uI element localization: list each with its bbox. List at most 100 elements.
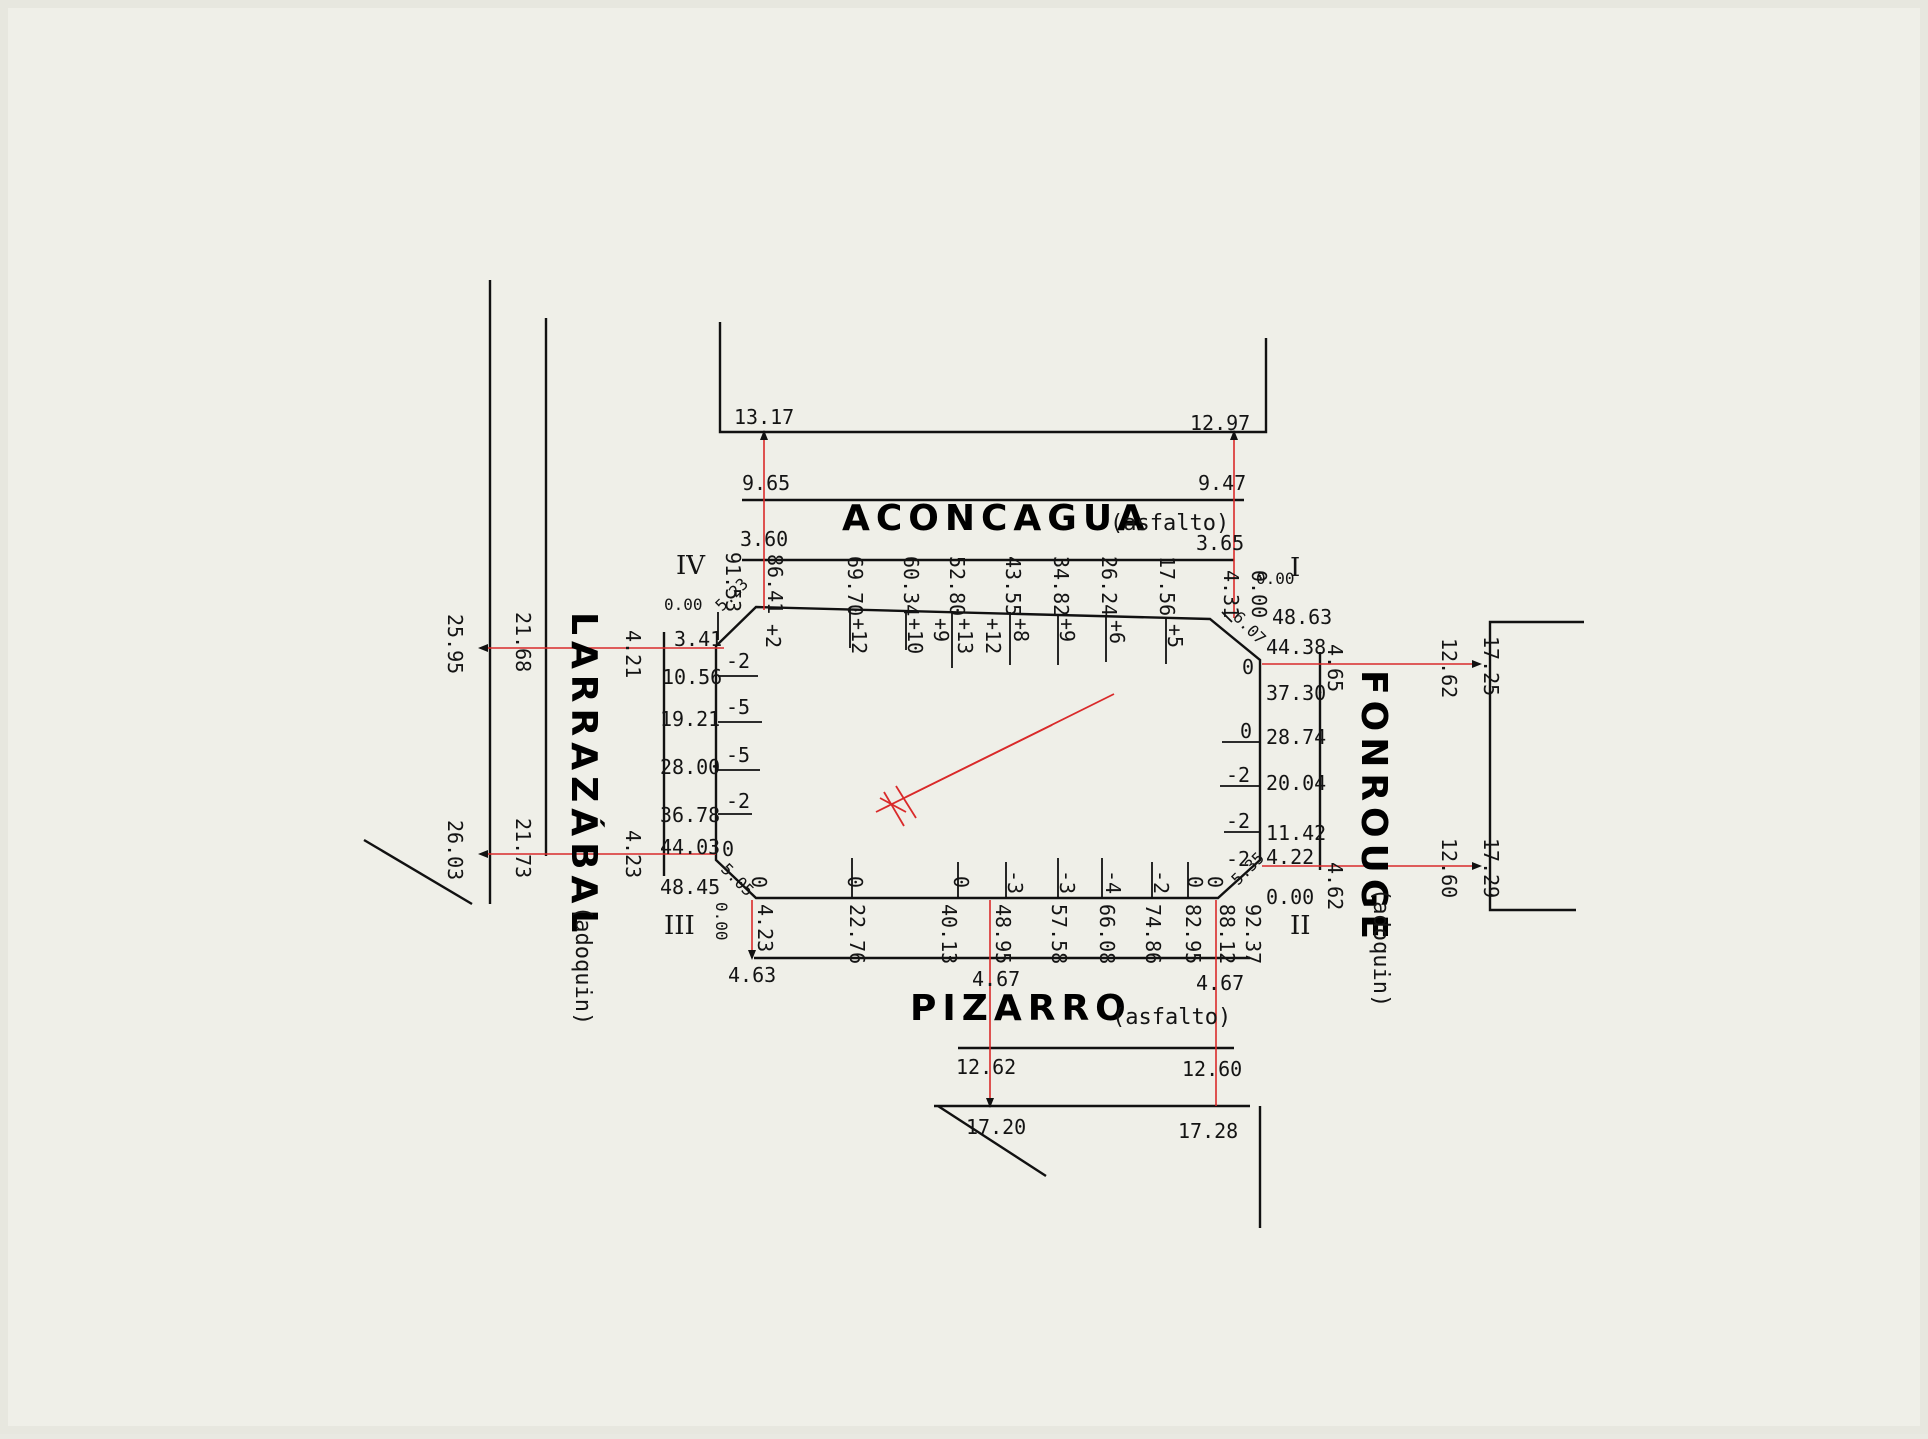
bottom-frontage-ticks	[851, 858, 1189, 898]
bottom-outer-left: 17.20	[966, 1115, 1026, 1139]
bottom-street-surface: (asfalto)	[1112, 1005, 1231, 1030]
bottom-level-labels: 0 0 0 -3 -3 -4 -2 0 0	[747, 870, 1227, 894]
left-mid-bottom: 21.73	[511, 818, 535, 878]
right-outer-top: 17.25	[1479, 636, 1503, 696]
top-level: +10	[903, 618, 927, 654]
block-outline	[714, 605, 1262, 900]
top-inner-left: 3.60	[740, 527, 788, 551]
right-street-lines	[1262, 620, 1584, 912]
corner-label-i: I	[1290, 553, 1300, 583]
left-level: -5	[726, 695, 750, 719]
bottom-level: -4	[1101, 870, 1125, 894]
top-level-labels: +2 +12 +10 +9 +13 +12 +8 +9 +6 +5	[761, 618, 1187, 654]
left-outer-bottom: 26.03	[443, 820, 467, 880]
top-chainage: 4.31	[1219, 570, 1243, 618]
bottom-level: 0	[949, 876, 973, 888]
right-street-surface: (adoquin)	[1368, 888, 1393, 1007]
top-inner-right: 3.65	[1196, 531, 1244, 555]
right-chainage: 28.74	[1266, 725, 1326, 749]
bottom-level: 0	[747, 876, 771, 888]
bottom-inner-right: 4.67	[1196, 971, 1244, 995]
left-street-surface: (adoquin)	[570, 906, 595, 1025]
top-mid-right: 9.47	[1198, 471, 1246, 495]
bottom-chainage: 92.37	[1241, 904, 1265, 964]
top-level: +5	[1163, 624, 1187, 648]
top-level: +12	[981, 618, 1005, 654]
bottom-chainage: 22.76	[845, 904, 869, 964]
right-chainage: 0.00	[1256, 569, 1295, 588]
top-chainage: 52.80	[945, 556, 969, 616]
right-mid-top: 12.62	[1437, 638, 1461, 698]
top-chainage: 60.34	[899, 556, 923, 616]
bottom-inner-center: 4.67	[972, 967, 1020, 991]
top-outer-right: 12.97	[1190, 411, 1250, 435]
right-frontage-ticks	[1220, 741, 1260, 833]
bottom-chainage-labels: 0.00 22.76 40.13 48.95 57.58 66.08 74.86…	[712, 902, 1265, 964]
left-level: -2	[726, 649, 750, 673]
right-inner-bottom: 4.62	[1323, 862, 1347, 910]
bottom-level: -2	[1149, 870, 1173, 894]
left-level: -5	[726, 743, 750, 767]
left-chainage: 44.03	[660, 835, 720, 859]
top-level: +6	[1105, 620, 1129, 644]
bottom-level: 0	[1183, 876, 1207, 888]
bottom-outer-right: 17.28	[1178, 1119, 1238, 1143]
left-level: 0	[722, 837, 734, 861]
right-chainage: 4.22	[1266, 845, 1314, 869]
paper	[8, 8, 1920, 1426]
corner-label-iii: III	[664, 911, 695, 941]
top-chainage: 91.53	[721, 552, 745, 612]
bottom-inner-left-edge: 4.23	[753, 904, 777, 952]
left-inner-bottom: 4.23	[621, 830, 645, 878]
left-chainage-labels: 0.00 3.41 10.56 19.21 28.00 36.78 44.03 …	[660, 595, 722, 899]
corner-label-ii: II	[1290, 911, 1311, 941]
right-level: -2	[1226, 847, 1250, 871]
left-street-lines	[363, 280, 724, 906]
bottom-street-lines	[748, 900, 1262, 1228]
left-inner-top: 4.21	[621, 630, 645, 678]
bottom-chainage: 82.95	[1181, 904, 1205, 964]
right-level: -2	[1226, 809, 1250, 833]
left-chainage: 3.41	[674, 627, 722, 651]
top-level: +12	[847, 618, 871, 654]
right-outer-bottom: 17.29	[1479, 838, 1503, 898]
left-chainage: 28.00	[660, 755, 720, 779]
left-chainage: 48.45	[660, 875, 720, 899]
top-level: +9	[1055, 618, 1079, 642]
left-frontage-ticks	[718, 675, 762, 815]
bottom-chainage: 57.58	[1047, 904, 1071, 964]
top-chainage: 26.24	[1097, 556, 1121, 616]
right-level: 0	[1240, 719, 1252, 743]
top-chainage: 86.41	[763, 554, 787, 614]
top-chainage: 34.82	[1049, 556, 1073, 616]
right-chainage: 0.00	[1266, 885, 1314, 909]
bottom-chainage: 40.13	[937, 904, 961, 964]
right-chainage: 44.38	[1266, 635, 1326, 659]
left-level-labels: -2 -5 -5 -2 0	[722, 649, 750, 861]
bottom-chainage: 88.12	[1215, 904, 1239, 964]
left-street-name: LARRAZÁBAL	[563, 612, 605, 938]
bottom-level: 0	[1203, 876, 1227, 888]
bottom-chainage: 66.08	[1095, 904, 1119, 964]
top-chainage: 17.56	[1155, 556, 1179, 616]
right-street-name: FONROUGE	[1353, 670, 1394, 945]
right-level: -2	[1226, 763, 1250, 787]
top-chainage-labels: 91.53 86.41 69.70 60.34 52.80 43.55 34.8…	[721, 552, 1271, 618]
bottom-street-name: PIZARRO	[910, 988, 1132, 1029]
bottom-mid-left: 12.62	[956, 1055, 1016, 1079]
right-level-labels: 0 0 -2 -2 -2	[1226, 655, 1254, 871]
right-mid-bottom: 12.60	[1437, 838, 1461, 898]
top-chainage: 69.70	[843, 556, 867, 616]
corner-label-iv: IV	[676, 551, 706, 581]
top-level: +8	[1009, 618, 1033, 642]
top-street-lines	[718, 322, 1268, 618]
top-frontage-ticks	[849, 608, 1167, 668]
left-mid-top: 21.68	[511, 612, 535, 672]
top-street-name: ACONCAGUA	[842, 498, 1151, 539]
left-level: -2	[726, 789, 750, 813]
left-outer-top: 25.95	[443, 614, 467, 674]
top-outer-left: 13.17	[734, 405, 794, 429]
right-chainage: 11.42	[1266, 821, 1326, 845]
right-chainage: 20.04	[1266, 771, 1326, 795]
